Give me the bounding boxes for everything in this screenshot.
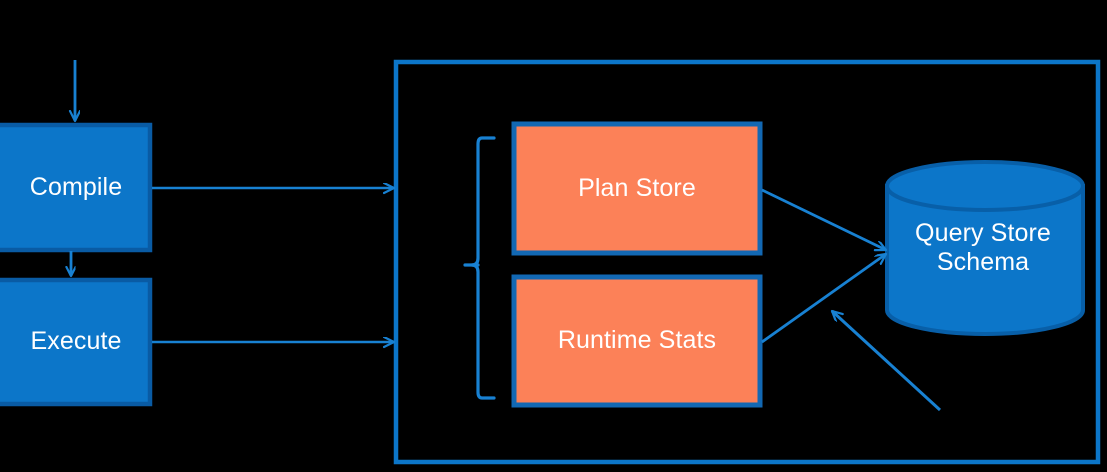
connector-plan-store-to-schema — [761, 188, 886, 252]
connector-external-to-schema — [832, 309, 942, 412]
grouping-brace — [470, 136, 496, 400]
connector-runtime-stats-to-schema — [761, 252, 886, 344]
runtime-stats-box[interactable] — [511, 274, 763, 408]
plan-store-box[interactable] — [511, 121, 763, 256]
query-store-container — [393, 59, 1101, 465]
compile-box[interactable] — [0, 122, 153, 253]
execute-box[interactable] — [0, 277, 153, 407]
query-store-schema-cylinder[interactable] — [885, 160, 1085, 336]
